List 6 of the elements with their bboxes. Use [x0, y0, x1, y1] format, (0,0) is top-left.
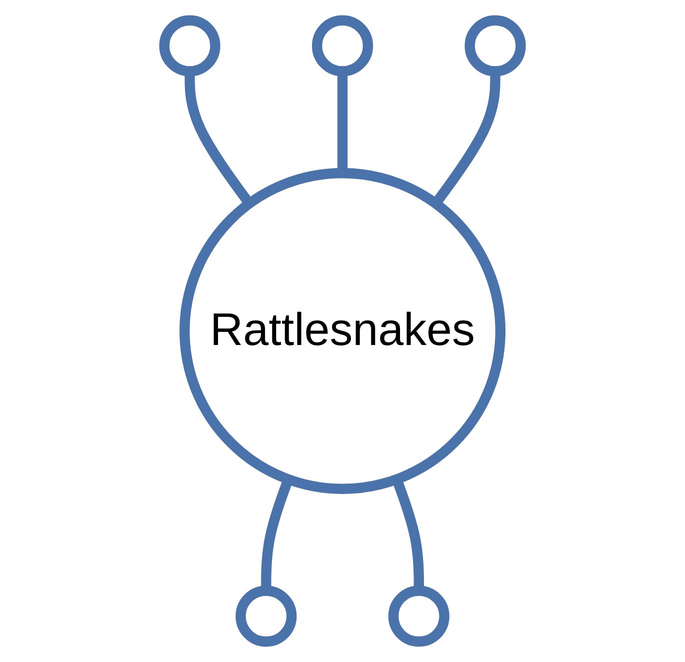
node-circle: [464, 15, 526, 76]
node-circle: [159, 15, 220, 76]
node-circle: [388, 586, 450, 647]
node-circle: [312, 15, 374, 76]
node-circle: [236, 586, 297, 647]
node-circle: Rattlesnakes: [180, 168, 506, 494]
